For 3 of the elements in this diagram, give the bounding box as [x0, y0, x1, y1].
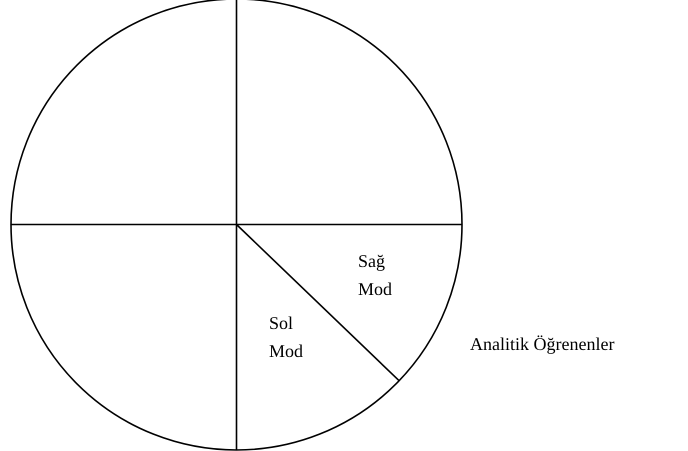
region-label: Sol Mod [269, 312, 304, 363]
region-label: Sağ Mod [358, 250, 394, 301]
region-label: Analitik Öğrenenler [470, 333, 614, 356]
